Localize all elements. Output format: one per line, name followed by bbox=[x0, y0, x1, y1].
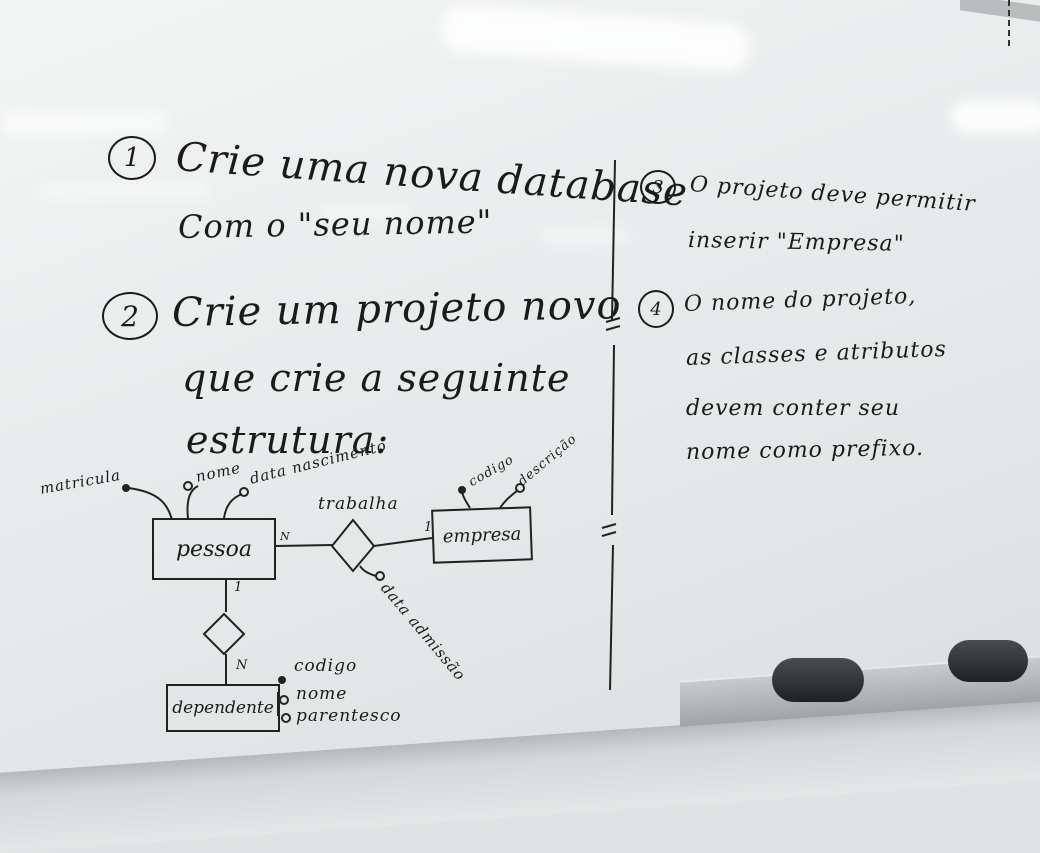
item-4-line-4: nome como prefixo. bbox=[685, 435, 925, 465]
item-2-line-1: Crie um projeto novo bbox=[171, 282, 622, 336]
item-number-1: 1 bbox=[108, 136, 156, 180]
eraser[interactable] bbox=[772, 658, 864, 702]
item-number-label: 3 bbox=[652, 176, 664, 198]
eraser[interactable] bbox=[948, 640, 1028, 682]
entity-pessoa: pessoa bbox=[152, 518, 276, 580]
cardinality-pessoa-trabalha: N bbox=[280, 530, 291, 543]
cardinality-pessoa-dependente: 1 bbox=[234, 580, 244, 595]
light-reflection bbox=[0, 110, 170, 136]
item-3-line-2: inserir "Empresa" bbox=[687, 228, 905, 257]
light-reflection bbox=[40, 182, 210, 200]
light-reflection bbox=[950, 100, 1040, 134]
item-4-line-3: devem conter seu bbox=[686, 396, 900, 421]
attribute-codigo-dependente: codigo bbox=[294, 656, 358, 676]
item-2-line-2: que crie a seguinte bbox=[182, 356, 571, 400]
entity-label: empresa bbox=[442, 523, 522, 547]
item-number-label: 1 bbox=[123, 143, 141, 173]
item-1-line-2: Com o "seu nome" bbox=[177, 202, 493, 246]
item-number-label: 4 bbox=[650, 298, 662, 320]
diagram-lines bbox=[122, 159, 621, 723]
chain-icon bbox=[1008, 0, 1016, 46]
whiteboard bbox=[0, 0, 1040, 780]
cardinality-empresa-trabalha: 1 bbox=[424, 520, 434, 535]
item-number-2: 2 bbox=[102, 292, 158, 340]
attribute-parentesco: parentesco bbox=[296, 706, 402, 726]
entity-label: dependente bbox=[172, 698, 274, 718]
relationship-trabalha: trabalha bbox=[318, 494, 399, 514]
light-reflection bbox=[540, 228, 630, 244]
attribute-nome-dependente: nome bbox=[296, 684, 348, 704]
entity-empresa: empresa bbox=[431, 506, 533, 564]
entity-label: pessoa bbox=[175, 536, 253, 562]
cardinality-dependente: N bbox=[236, 658, 249, 673]
item-number-label: 2 bbox=[121, 299, 139, 333]
item-number-3: 3 bbox=[640, 170, 676, 204]
item-2-line-3: estrutura: bbox=[186, 418, 390, 462]
entity-dependente: dependente bbox=[166, 684, 280, 732]
light-reflection bbox=[320, 206, 410, 220]
item-number-4: 4 bbox=[638, 290, 674, 328]
